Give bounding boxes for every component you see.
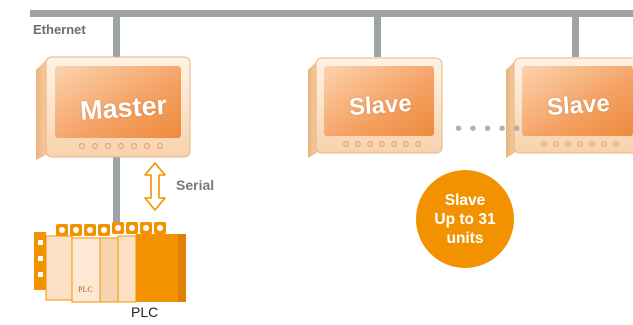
slave-count-badge: Slave Up to 31 units (416, 170, 514, 268)
drop-line-master (113, 17, 120, 57)
master-panel (36, 56, 191, 160)
badge-line-3: units (446, 229, 484, 247)
plc-label: PLC (131, 304, 159, 320)
plc-rack: PLC (34, 222, 186, 303)
badge-line-1: Slave (444, 191, 486, 209)
plc-unit-label: PLC (78, 285, 93, 294)
slave-panel-1 (308, 57, 443, 158)
slave-1-label: Slave (348, 89, 413, 122)
ethernet-label: Ethernet (33, 22, 86, 37)
badge-line-2: Up to 31 (434, 210, 496, 228)
slave-panel-2 (506, 57, 633, 158)
drop-line-slave-2 (572, 17, 579, 57)
master-plc-cable (113, 156, 120, 232)
drop-line-slave-1 (374, 17, 381, 57)
ellipsis-dots: • • • • • (455, 118, 522, 140)
slave-2-label: Slave (546, 89, 611, 122)
serial-arrow (144, 162, 166, 211)
master-label: Master (79, 90, 168, 127)
serial-label: Serial (176, 177, 215, 193)
ethernet-bus-line (30, 10, 633, 17)
